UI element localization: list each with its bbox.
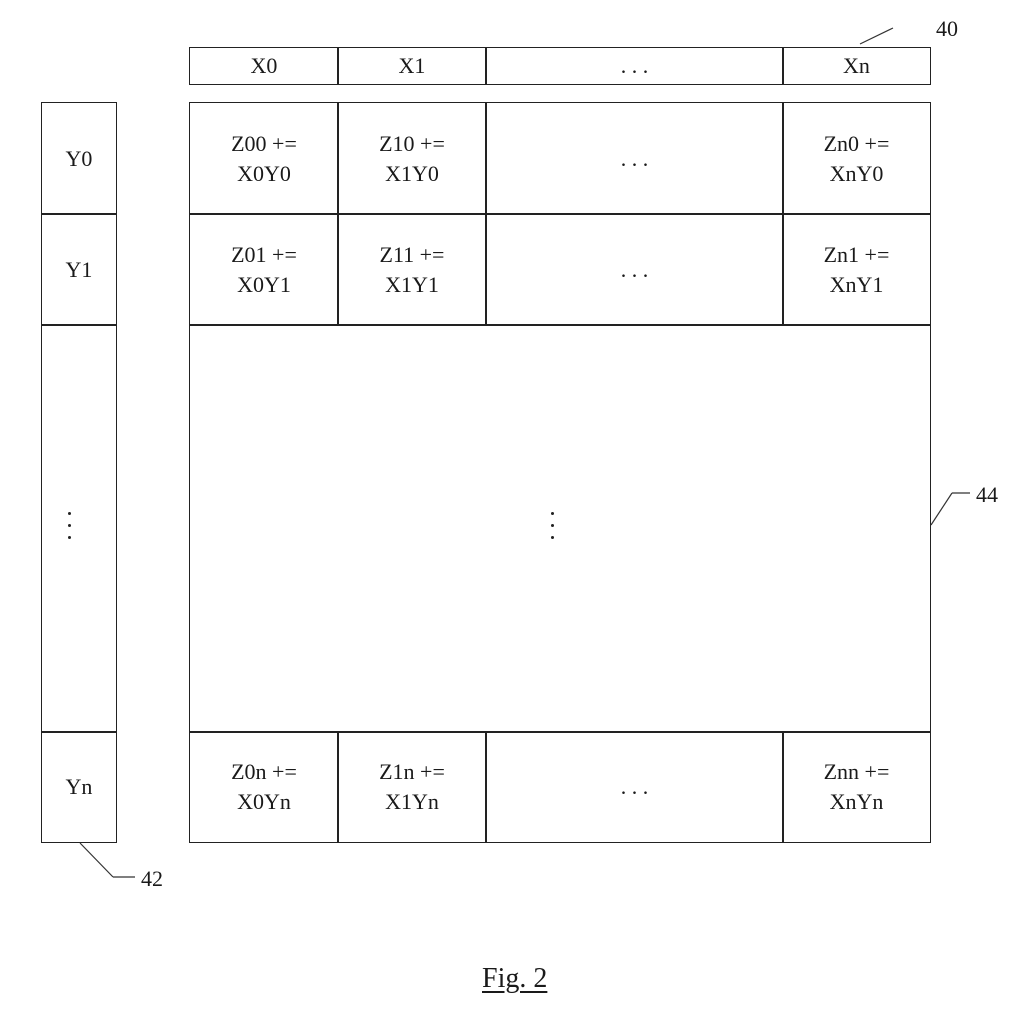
- y-cell-1: Y1: [41, 213, 117, 326]
- z-middle-region: [189, 324, 931, 733]
- y-cell-0: Y0: [41, 102, 117, 215]
- leader-40: [859, 27, 894, 45]
- z-cell-n0: Zn0 +=XnY0: [782, 102, 931, 215]
- z-cell-10: Z10 +=X1Y0: [337, 102, 487, 215]
- reference-numeral-44: 44: [976, 482, 998, 507]
- z-cell-nn: Znn +=XnYn: [782, 731, 931, 843]
- reference-numeral-42: 42: [141, 866, 163, 891]
- z-cell-rown-ellipsis: . . .: [485, 731, 784, 843]
- z-cell-00: Z00 +=X0Y0: [189, 102, 339, 215]
- leader-44: [930, 492, 953, 526]
- figure-caption: Fig. 2: [482, 963, 548, 994]
- z-vertical-ellipsis: [551, 512, 555, 548]
- leader-42: [79, 842, 114, 878]
- y-cell-middle: [41, 324, 117, 733]
- z-cell-1n: Z1n +=X1Yn: [337, 731, 487, 843]
- y-vertical-ellipsis: [68, 512, 72, 548]
- z-cell-01: Z01 +=X0Y1: [189, 213, 339, 326]
- z-cell-n1: Zn1 +=XnY1: [782, 213, 931, 326]
- z-cell-11: Z11 +=X1Y1: [337, 213, 487, 326]
- x-cell-ellipsis: . . .: [485, 47, 784, 85]
- z-cell-row0-ellipsis: . . .: [485, 102, 784, 215]
- x-cell-1: X1: [337, 47, 487, 85]
- z-cell-row1-ellipsis: . . .: [485, 213, 784, 326]
- z-cell-0n: Z0n +=X0Yn: [189, 731, 339, 843]
- x-cell-0: X0: [189, 47, 339, 85]
- reference-numeral-40: 40: [936, 16, 958, 41]
- x-cell-n: Xn: [782, 47, 931, 85]
- y-cell-n: Yn: [41, 731, 117, 843]
